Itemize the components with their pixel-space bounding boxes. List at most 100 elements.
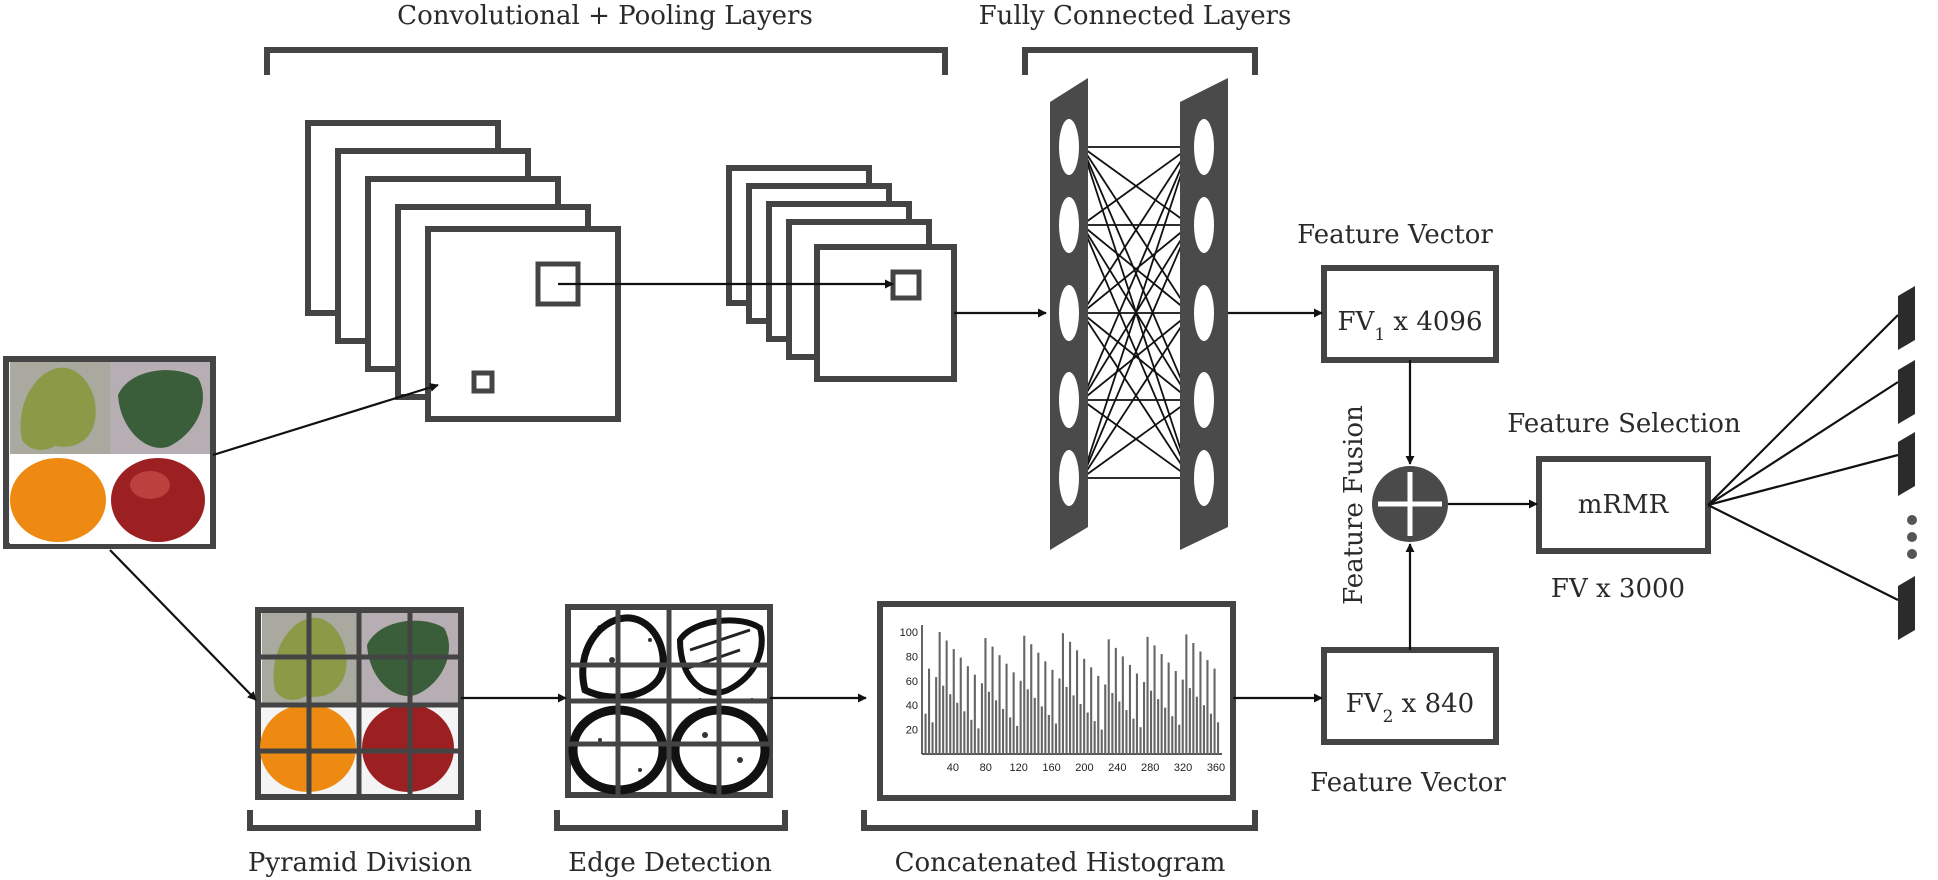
fc-node-1-4 [1059, 372, 1079, 428]
histogram-bar [956, 702, 959, 754]
histogram-bar [977, 728, 980, 754]
output-node-2 [1898, 360, 1915, 424]
histogram-bar [1093, 721, 1096, 754]
fc-node-2-3 [1194, 285, 1214, 341]
histogram-bar [1202, 705, 1205, 754]
orange-icon [10, 458, 106, 542]
histogram-bar [1019, 680, 1022, 754]
histogram-bar [1040, 706, 1043, 754]
fc-node-1-3 [1059, 285, 1079, 341]
histogram-x-tick: 120 [1010, 762, 1028, 774]
fc-node-2-2 [1194, 197, 1214, 253]
histogram-bar [970, 719, 973, 754]
histogram-bar [931, 722, 934, 754]
histogram-bar [991, 646, 994, 754]
histogram-bar [987, 691, 990, 754]
histogram-bar [1167, 662, 1170, 754]
histogram-x-tick: 360 [1207, 762, 1225, 774]
fc-node-1-5 [1059, 450, 1079, 506]
histogram-bar [1217, 722, 1220, 754]
histogram-bar [1185, 634, 1188, 754]
histogram-bar [1069, 641, 1072, 754]
histogram-bar [928, 668, 931, 754]
histogram-y-tick: 20 [906, 725, 918, 737]
histogram-bar [959, 657, 962, 754]
conv-feature-maps [305, 120, 621, 422]
histogram-bar [952, 649, 955, 754]
histogram-bar [1090, 667, 1093, 754]
output-node-1 [1898, 286, 1915, 350]
fc-connection [1081, 146, 1191, 226]
histogram-bar [1086, 712, 1089, 754]
histogram-bar [1164, 707, 1167, 754]
fv1-box [1321, 265, 1499, 363]
histogram-bar [945, 640, 948, 754]
histogram-bar [1171, 716, 1174, 754]
histogram-bar [1005, 663, 1008, 754]
histogram-bar [1009, 717, 1012, 754]
histogram-bar [1033, 697, 1036, 754]
histogram-bar [1121, 656, 1124, 754]
feature-fusion-label: Feature Fusion [1339, 405, 1369, 605]
histogram-y-tick: 40 [906, 700, 918, 712]
histogram-bar [995, 700, 998, 754]
histogram-bar [1118, 701, 1121, 754]
histogram-bar [963, 711, 966, 754]
histogram-bar [973, 674, 976, 754]
histogram-bar [1072, 695, 1075, 754]
histogram-bar [984, 638, 987, 754]
edge-detection-image [565, 604, 773, 798]
histogram-x-tick: 320 [1174, 762, 1192, 774]
pooling-feature-maps [726, 165, 957, 382]
conv-pool-label: Convolutional + Pooling Layers [397, 1, 813, 31]
histogram-bar [1104, 684, 1107, 754]
histogram-bar [1076, 650, 1079, 754]
histogram-bar [1047, 715, 1050, 754]
histogram-bar [1051, 669, 1054, 754]
histogram-bar [1195, 696, 1198, 754]
fc-node-1-1 [1059, 119, 1079, 175]
feature-vector-bottom-label: Feature Vector [1310, 768, 1506, 798]
histogram-bar [1044, 661, 1047, 754]
histogram-bar [1107, 639, 1110, 754]
histogram-bar [1114, 647, 1117, 754]
fv2-text: FV2 x 840 [1346, 689, 1474, 727]
histogram-bar [924, 713, 927, 754]
histogram-bar [1002, 708, 1005, 754]
histogram-bar [1132, 718, 1135, 754]
histogram-bar [1135, 673, 1138, 754]
feature-vector-top-label: Feature Vector [1297, 220, 1493, 250]
histogram-bar [1128, 664, 1131, 754]
fc-node-1-2 [1059, 197, 1079, 253]
histogram-bar [1079, 704, 1082, 754]
histogram-bar [1058, 678, 1061, 754]
leaf-dark-icon [118, 370, 203, 448]
histogram-bar [966, 666, 969, 754]
fc-node-2-4 [1194, 372, 1214, 428]
fc-bracket [1022, 47, 1258, 75]
apple-icon [111, 458, 205, 542]
histogram-bar [1023, 635, 1026, 754]
pyramid-bracket [247, 810, 481, 831]
conv-kernel-small [471, 370, 495, 394]
histogram-bar [1199, 651, 1202, 754]
fc-connection [1081, 146, 1191, 401]
histogram-bar [1192, 643, 1195, 754]
fc-connection [1081, 224, 1191, 314]
histogram-x-tick: 280 [1141, 762, 1159, 774]
histogram-bar [1206, 660, 1209, 754]
histogram-bar [1146, 636, 1149, 754]
concat-histogram-label: Concatenated Histogram [895, 848, 1226, 878]
histogram-x-tick: 80 [980, 762, 992, 774]
ellipsis-icon [1907, 515, 1917, 559]
histogram-bar [1054, 723, 1057, 754]
histogram-x-tick: 200 [1075, 762, 1093, 774]
mrmr-text: mRMR [1578, 490, 1670, 520]
fc-connection [1081, 146, 1191, 314]
fully-connected-layers [1050, 78, 1228, 550]
histogram-bar [1139, 727, 1142, 754]
edge-bracket [554, 810, 788, 831]
histogram-x-tick: 160 [1042, 762, 1060, 774]
histogram-bar [1160, 654, 1163, 754]
